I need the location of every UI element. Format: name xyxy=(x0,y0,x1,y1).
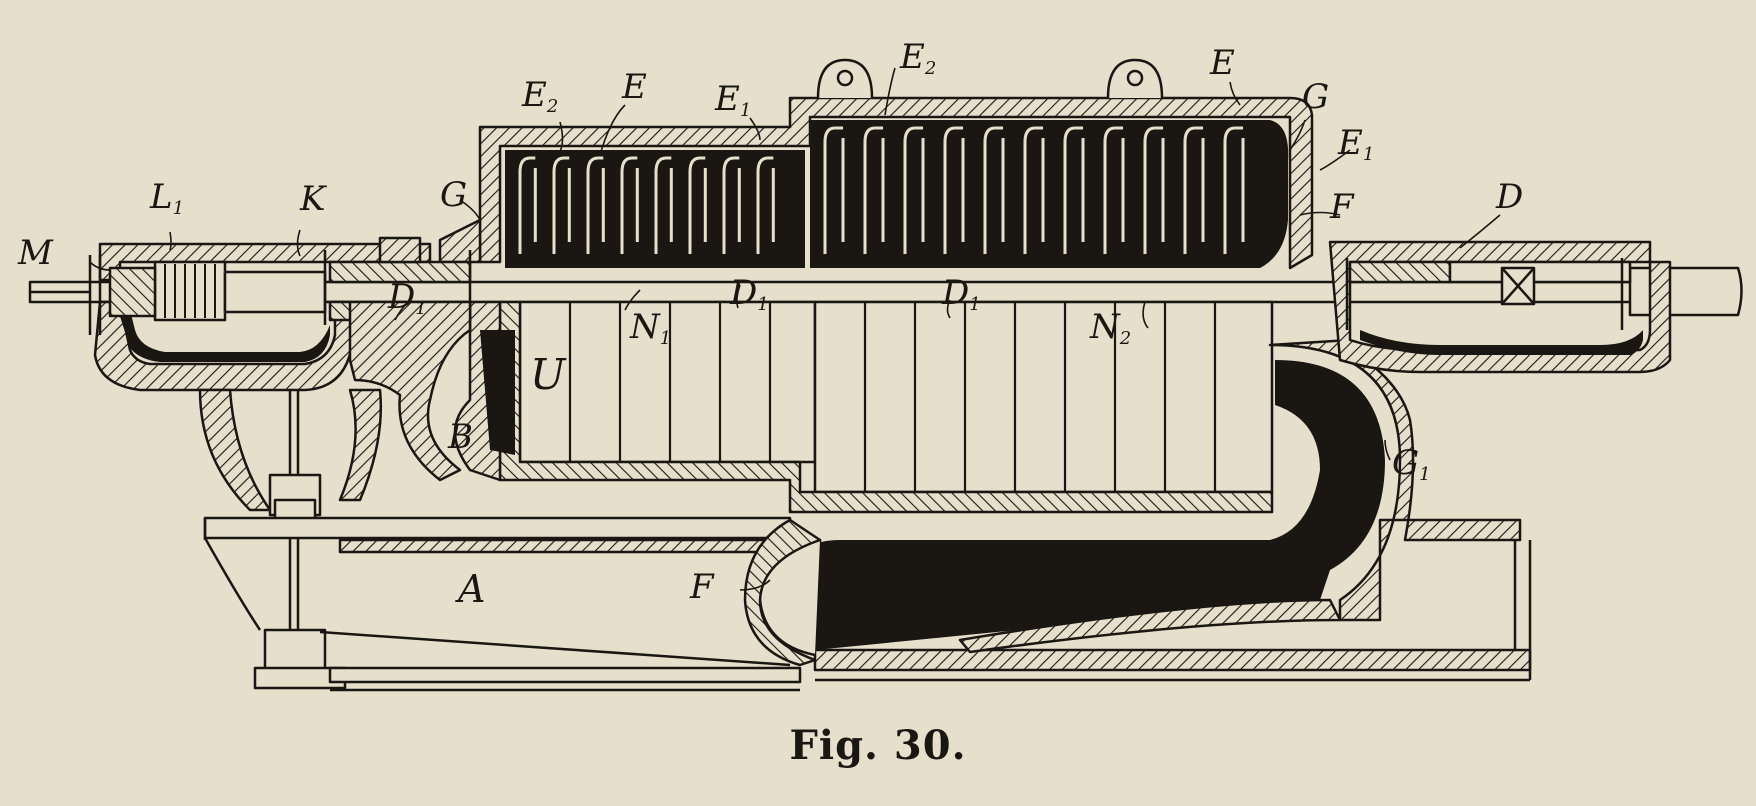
blade-slot xyxy=(552,156,571,254)
inner-casing xyxy=(498,300,1274,514)
blade-slot xyxy=(1183,126,1205,254)
rotor-drum-large xyxy=(813,300,1274,494)
exhaust-chamber xyxy=(790,360,1385,650)
label-D1-b: D1 xyxy=(942,273,981,315)
label-E2-left: E2 xyxy=(522,75,559,117)
blade-slot xyxy=(1143,126,1165,254)
blade-slot xyxy=(688,156,707,254)
blade-slot xyxy=(518,156,537,254)
label-D1-a: D1 xyxy=(730,273,769,315)
blade-slot xyxy=(863,126,885,254)
label-E-left: E xyxy=(622,67,647,107)
blade-slot xyxy=(1223,126,1245,254)
blade-slot xyxy=(722,156,741,254)
base-frame xyxy=(203,516,792,540)
right-bearing-housing xyxy=(1328,240,1672,374)
label-D1-left: D1 xyxy=(388,277,427,319)
label-N2: N2 xyxy=(1090,307,1132,349)
blade-slot xyxy=(823,126,845,254)
shaft-end xyxy=(1628,266,1743,317)
label-G-right: G xyxy=(1302,77,1330,117)
label-G: G xyxy=(440,175,468,215)
blade-slot xyxy=(586,156,605,254)
label-A: A xyxy=(458,567,486,611)
blade-slot xyxy=(903,126,925,254)
blade-slot xyxy=(756,156,775,254)
label-E2-right: E2 xyxy=(900,37,937,79)
blade-slot xyxy=(654,156,673,254)
lifting-lug-left xyxy=(816,58,874,99)
label-F-right: F xyxy=(1330,187,1354,227)
upper-casing xyxy=(478,96,1314,270)
label-E1-mid: E1 xyxy=(715,79,752,121)
label-N1: N1 xyxy=(630,307,672,349)
label-K: K xyxy=(300,179,326,219)
label-D-right: D xyxy=(1496,177,1524,217)
blade-slot xyxy=(1063,126,1085,254)
label-U: U xyxy=(530,350,566,399)
blade-mass-large xyxy=(810,120,1289,268)
label-B: B xyxy=(448,417,473,457)
label-F-lower: F xyxy=(690,567,714,607)
label-G1: G1 xyxy=(1392,443,1431,485)
label-E1-right: E1 xyxy=(1338,123,1375,165)
blade-slot xyxy=(1023,126,1045,254)
blade-slot xyxy=(943,126,965,254)
label-M: M xyxy=(18,233,53,273)
label-L1: L1 xyxy=(150,177,185,219)
lifting-lug-right xyxy=(1106,58,1164,99)
blade-slot xyxy=(620,156,639,254)
label-E-right: E xyxy=(1210,43,1235,83)
blade-slot xyxy=(1103,126,1125,254)
left-support xyxy=(348,300,472,482)
blade-slot xyxy=(983,126,1005,254)
figure-caption: Fig. 30. xyxy=(789,722,967,769)
